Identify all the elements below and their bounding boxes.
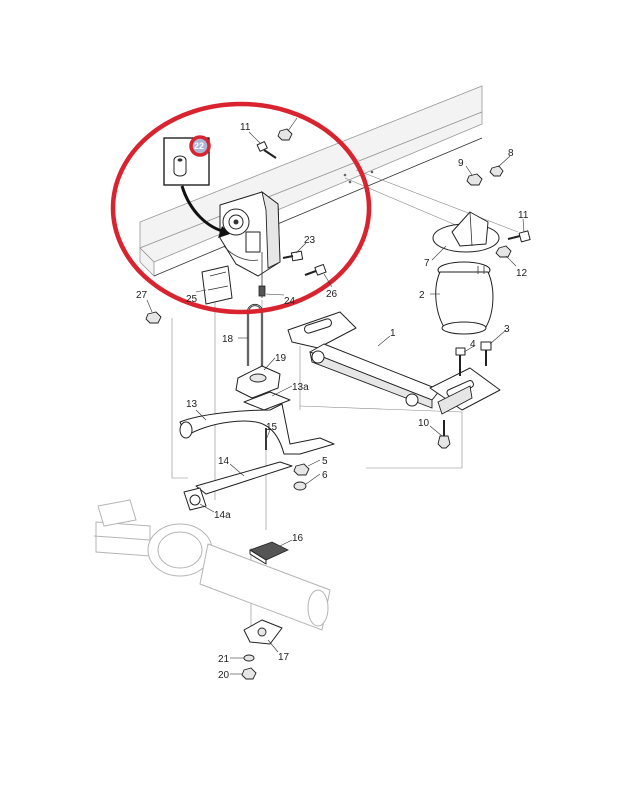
- callout-26: 26: [326, 289, 338, 300]
- shim-13a: [243, 391, 291, 411]
- callout-13a: 13a: [292, 382, 309, 393]
- callout-5: 5: [322, 456, 328, 467]
- callout-22: 22: [194, 141, 204, 151]
- bolt-26: [304, 264, 327, 276]
- pad-16: [249, 541, 289, 565]
- callout-7: 7: [424, 258, 430, 269]
- callout-6: 6: [322, 470, 328, 481]
- callout-14: 14: [218, 456, 230, 467]
- callout-20: 20: [218, 670, 230, 681]
- axle-housing: [93, 499, 331, 631]
- bolt-8: [489, 165, 504, 177]
- callout-8: 8: [508, 148, 514, 159]
- nut-9: [466, 173, 483, 186]
- callout-24: 24: [284, 296, 296, 307]
- callout-3: 3: [504, 324, 510, 335]
- leaf-spring-13: [179, 403, 335, 455]
- callout-10: 10: [418, 418, 430, 429]
- callout-9: 9: [458, 158, 464, 169]
- callout-4: 4: [470, 339, 476, 350]
- callout-11a: 11: [240, 122, 251, 133]
- nut-12: [495, 245, 512, 258]
- callout-labels: 1 2 3 4 5 6 7 8 9 10 11 11 12 13 13a 14 …: [136, 122, 529, 681]
- leader-lines: [146, 117, 525, 675]
- callout-12: 12: [516, 268, 528, 279]
- bolt-10: [437, 420, 451, 449]
- callout-13: 13: [186, 399, 198, 410]
- nut-top-flange: [277, 128, 293, 141]
- callout-17: 17: [278, 652, 290, 663]
- washer-21: [243, 654, 255, 662]
- inset-arrow-head: [218, 226, 230, 238]
- bracket-25: [201, 265, 233, 305]
- washer-6: [293, 481, 307, 491]
- bolt-11-top: [256, 141, 277, 159]
- callout-16: 16: [292, 533, 304, 544]
- bolt-23: [282, 250, 304, 262]
- bolt-11-right: [507, 230, 531, 243]
- callout-15: 15: [266, 422, 278, 433]
- callout-25: 25: [186, 294, 198, 305]
- clamp-plate-17: [243, 619, 283, 645]
- trailing-arm: [287, 311, 501, 415]
- air-spring: [435, 261, 494, 335]
- callout-18: 18: [222, 334, 234, 345]
- callout-21: 21: [218, 654, 230, 665]
- callout-14a: 14a: [214, 510, 231, 521]
- callout-23: 23: [304, 235, 316, 246]
- bolt-3: [480, 341, 492, 366]
- highlight-circle: [110, 101, 372, 315]
- front-hanger-bracket: [219, 190, 281, 298]
- upper-mount-plate: [432, 211, 500, 253]
- callout-22-badge: [189, 135, 211, 157]
- pad-19: [235, 365, 281, 399]
- nut-5: [293, 463, 310, 476]
- nut-20: [241, 667, 257, 680]
- callout-27: 27: [136, 290, 148, 301]
- u-bolt-18: [246, 303, 264, 366]
- callout-1: 1: [390, 328, 396, 339]
- callout-19: 19: [275, 353, 287, 364]
- leaf-spring-14: [183, 461, 293, 511]
- callout-2: 2: [419, 290, 425, 301]
- nut-27: [145, 311, 162, 324]
- callout-11b: 11: [518, 210, 529, 221]
